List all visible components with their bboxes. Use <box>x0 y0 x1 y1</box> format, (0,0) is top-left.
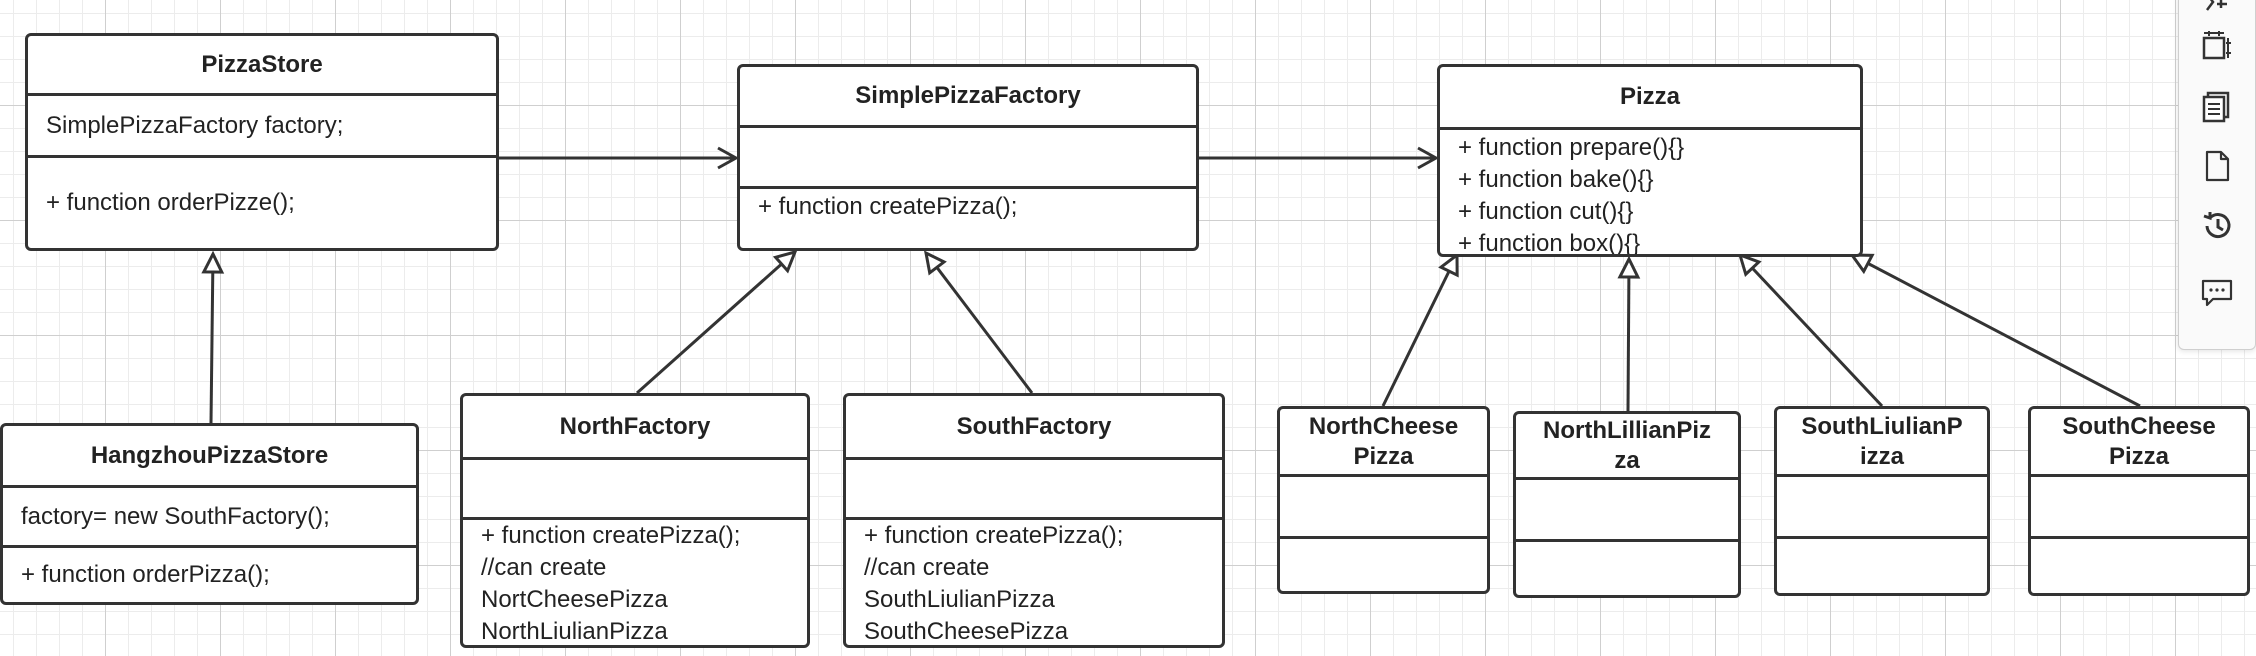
canvas-size-icon[interactable] <box>2198 28 2236 66</box>
class-name-line: NorthCheese <box>1308 412 1459 440</box>
class-methods: + function orderPizze(); <box>28 158 496 248</box>
class-fields <box>846 460 1222 520</box>
class-name-line: izza <box>1859 442 1904 470</box>
class-fields <box>1777 477 1987 539</box>
method: + function box(){} <box>1458 230 1641 257</box>
page-icon[interactable] <box>2198 147 2236 185</box>
method-comment: NortCheesePizza <box>481 586 668 613</box>
method: + function createPizza(); <box>864 522 1124 549</box>
inherit-north-cheese[interactable] <box>1381 251 1459 407</box>
class-methods: + function prepare(){} + function bake()… <box>1440 130 1860 257</box>
class-name-line: SouthLiulianP <box>1801 412 1963 440</box>
inherit-south-cheese[interactable] <box>1849 253 2141 408</box>
method-comment: NorthLiulianPizza <box>481 618 668 645</box>
class-methods: + function createPizza(); //can create S… <box>846 520 1222 645</box>
class-fields <box>1516 480 1738 542</box>
method-comment: SouthCheesePizza <box>864 618 1069 645</box>
class-name: HangzhouPizzaStore <box>3 426 416 488</box>
field: SimplePizzaFactory factory; <box>46 111 344 139</box>
class-name: PizzaStore <box>28 36 496 96</box>
class-fields: factory= new SouthFactory(); <box>3 488 416 548</box>
class-name-line: NorthLillianPiz <box>1543 416 1711 444</box>
class-simple-pizza-factory[interactable]: SimplePizzaFactory + function createPizz… <box>737 64 1199 251</box>
class-name-line: Pizza <box>2108 442 2170 470</box>
method: + function createPizza(); <box>481 522 741 549</box>
class-name: SouthCheese Pizza <box>2031 409 2247 477</box>
class-methods <box>1516 542 1738 595</box>
class-name: NorthFactory <box>463 396 807 460</box>
class-south-cheese-pizza[interactable]: SouthCheese Pizza <box>2028 406 2250 596</box>
class-north-cheese-pizza[interactable]: NorthCheese Pizza <box>1277 406 1490 594</box>
class-name-line: SouthCheese <box>2062 412 2216 440</box>
class-pizza-store[interactable]: PizzaStore SimplePizzaFactory factory; +… <box>25 33 499 251</box>
class-methods <box>2031 539 2247 593</box>
class-name-line: za <box>1614 446 1640 474</box>
method: + function createPizza(); <box>758 193 1018 220</box>
class-name-line: Pizza <box>1353 442 1414 470</box>
class-name: Pizza <box>1440 67 1860 130</box>
method: + function orderPizza(); <box>21 561 270 588</box>
class-name: NorthCheese Pizza <box>1280 409 1487 477</box>
method: + function bake(){} <box>1458 166 1654 193</box>
class-methods <box>1777 539 1987 593</box>
class-hangzhou-pizza-store[interactable]: HangzhouPizzaStore factory= new SouthFac… <box>0 423 419 605</box>
method-comment: SouthLiulianPizza <box>864 586 1055 613</box>
format-icon[interactable] <box>2198 0 2236 21</box>
field: factory= new SouthFactory(); <box>21 502 330 530</box>
class-methods <box>1280 539 1487 591</box>
method: + function prepare(){} <box>1458 134 1685 161</box>
history-icon[interactable] <box>2198 207 2236 245</box>
class-north-factory[interactable]: NorthFactory + function createPizza(); /… <box>460 393 810 648</box>
method-comment: //can create <box>481 554 607 581</box>
class-fields <box>1280 477 1487 539</box>
class-north-lillian-pizza[interactable]: NorthLillianPiz za <box>1513 411 1741 598</box>
right-toolbar <box>2178 0 2256 350</box>
inherit-hangzhou-to-store[interactable] <box>201 250 225 424</box>
class-pizza[interactable]: Pizza + function prepare(){} + function … <box>1437 64 1863 257</box>
inherit-south-liulian[interactable] <box>1737 252 1884 408</box>
class-fields <box>740 128 1196 189</box>
comment-icon[interactable] <box>2198 273 2236 311</box>
class-name: NorthLillianPiz za <box>1516 414 1738 480</box>
class-fields <box>463 460 807 520</box>
class-name: SouthFactory <box>846 396 1222 460</box>
class-fields: SimplePizzaFactory factory; <box>28 96 496 158</box>
class-methods: + function orderPizza(); <box>3 548 416 602</box>
method: + function orderPizze(); <box>46 189 295 216</box>
method: + function cut(){} <box>1458 198 1634 225</box>
pages-icon[interactable] <box>2198 87 2236 125</box>
inherit-north-factory[interactable] <box>636 249 798 395</box>
class-methods: + function createPizza(); //can create N… <box>463 520 807 645</box>
class-name: SimplePizzaFactory <box>740 67 1196 128</box>
class-fields <box>2031 477 2247 539</box>
class-south-factory[interactable]: SouthFactory + function createPizza(); /… <box>843 393 1225 648</box>
class-south-liulian-pizza[interactable]: SouthLiulianP izza <box>1774 406 1990 596</box>
method-comment: //can create <box>864 554 990 581</box>
inherit-north-lillian[interactable] <box>1617 255 1641 412</box>
class-methods: + function createPizza(); <box>740 189 1196 248</box>
class-name: SouthLiulianP izza <box>1777 409 1987 477</box>
inherit-south-factory[interactable] <box>923 250 1034 394</box>
